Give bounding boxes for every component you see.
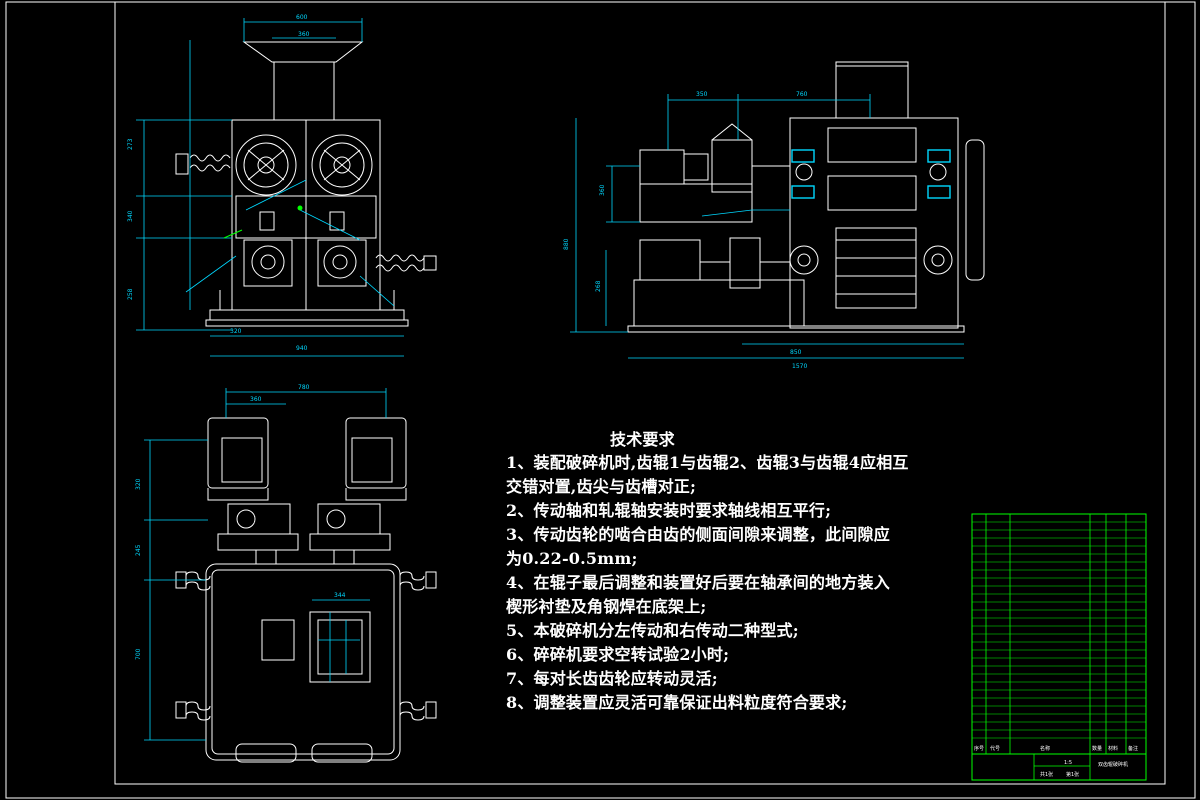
svg-text:320: 320 xyxy=(135,478,142,490)
svg-text:268: 268 xyxy=(595,280,602,292)
title-block: 1:5 共1张 第1张 双齿辊破碎机 xyxy=(971,753,1147,781)
requirement-line: 3、传动齿轮的啮合由齿的侧面间隙来调整，此间隙应 xyxy=(506,525,890,544)
header-qty: 数量 xyxy=(1092,745,1102,752)
parts-list xyxy=(971,513,1147,755)
svg-text:258: 258 xyxy=(127,288,134,300)
svg-text:360: 360 xyxy=(599,184,606,196)
svg-text:600: 600 xyxy=(296,14,308,21)
svg-text:360: 360 xyxy=(298,31,310,38)
header-name: 名称 xyxy=(1040,745,1050,752)
svg-text:360: 360 xyxy=(250,396,262,403)
requirement-line: 5、本破碎机分左传动和右传动二种型式; xyxy=(506,621,799,640)
header-material: 材料 xyxy=(1108,745,1118,752)
svg-text:273: 273 xyxy=(127,138,134,150)
svg-text:245: 245 xyxy=(135,544,142,556)
parts-list-rows xyxy=(972,521,1146,739)
title-block-drawing-name: 双齿辊破碎机 xyxy=(1098,761,1128,768)
plan-view-dimension-text: 780 360 320 245 700 344 xyxy=(135,384,346,660)
svg-text:350: 350 xyxy=(696,91,708,98)
svg-text:780: 780 xyxy=(298,384,310,391)
front-view-dimensions xyxy=(136,18,404,357)
requirement-line: 4、在辊子最后调整和装置好后要在轴承间的地方装入 xyxy=(506,573,890,592)
requirement-line: 为0.22-0.5mm; xyxy=(506,549,638,568)
technical-requirements-title: 技术要求 xyxy=(610,430,675,449)
svg-text:850: 850 xyxy=(790,349,802,356)
side-view-dimensions xyxy=(570,94,964,359)
side-view-dimension-text: 350 760 360 268 880 850 1570 xyxy=(563,91,808,370)
svg-text:1570: 1570 xyxy=(792,363,807,370)
requirement-line: 6、碎碎机要求空转试验2小时; xyxy=(506,645,730,664)
svg-text:344: 344 xyxy=(334,592,346,599)
svg-text:880: 880 xyxy=(563,238,570,250)
title-block-sheet-count: 共1张 xyxy=(1040,771,1053,778)
svg-text:940: 940 xyxy=(296,345,308,352)
plan-view-dimensions xyxy=(144,388,387,741)
requirement-line: 楔形衬垫及角钢焊在底架上; xyxy=(506,597,707,616)
title-block-sheet-index: 第1张 xyxy=(1066,771,1079,778)
side-view-accents xyxy=(791,149,951,199)
svg-text:340: 340 xyxy=(127,210,134,222)
requirement-line: 1、装配破碎机时,齿辊1与齿辊2、齿辊3与齿辊4应相互 xyxy=(506,453,909,472)
header-code: 代号 xyxy=(990,745,1000,752)
front-view-green-marks xyxy=(223,205,303,239)
title-block-scale: 1:5 xyxy=(1064,760,1072,766)
svg-text:700: 700 xyxy=(135,648,142,660)
svg-text:320: 320 xyxy=(230,328,242,335)
front-view-dimension-text: 600 360 273 340 258 940 320 xyxy=(127,14,310,352)
requirement-line: 8、调整装置应灵活可靠保证出料粒度符合要求; xyxy=(506,693,848,712)
inner-frame xyxy=(114,1,1166,785)
header-remark: 备注 xyxy=(1128,745,1138,752)
requirement-line: 交错对置,齿尖与齿槽对正; xyxy=(506,477,697,496)
front-view xyxy=(175,41,437,327)
plan-view xyxy=(175,417,437,763)
requirement-line: 2、传动轴和轧辊轴安装时要求轴线相互平行; xyxy=(506,501,832,520)
header-no: 序号 xyxy=(974,745,984,752)
svg-text:760: 760 xyxy=(796,91,808,98)
side-view xyxy=(627,61,985,333)
requirement-line: 7、每对长齿齿轮应转动灵活; xyxy=(506,669,718,688)
parts-list-header: 序号 代号 名称 数量 材料 备注 xyxy=(974,745,1138,752)
